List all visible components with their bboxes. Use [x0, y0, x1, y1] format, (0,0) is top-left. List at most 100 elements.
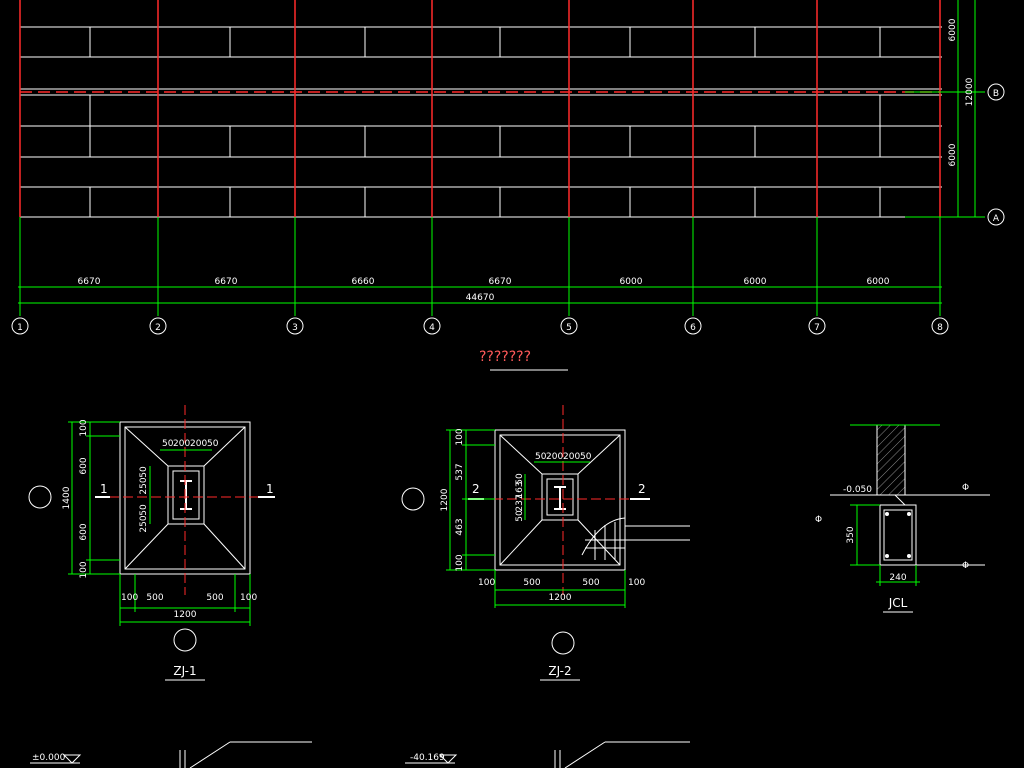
zj2-bottom-dim: 500: [582, 578, 599, 588]
svg-text:4: 4: [429, 323, 435, 333]
right-dim-lower: 6000: [948, 143, 958, 166]
zj1-inner-dim: 250: [139, 515, 149, 532]
bay-dim-1: 6670: [78, 277, 101, 287]
section-title: ???????: [479, 349, 531, 365]
zj2-bottom-dim: 100: [628, 578, 645, 588]
plan-tile-lines: [89, 27, 881, 217]
zj2-bottom-dim: 100: [478, 578, 495, 588]
svg-text:3: 3: [292, 323, 298, 333]
axis-bubble: 4: [423, 317, 441, 335]
axis-bubble: 8: [931, 317, 949, 335]
svg-text:7: 7: [814, 323, 820, 333]
zj2-left-dim: 463: [455, 518, 465, 535]
zj2-inner-dim: 50: [515, 510, 525, 522]
bay-dim-6: 6000: [744, 277, 767, 287]
total-dim: 44670: [466, 293, 495, 303]
zj1-axis-bubble-bottom: [173, 628, 197, 652]
jcl-label: JCL: [888, 596, 908, 610]
zj1-slope-lines: [124, 426, 246, 570]
zj1-top-dim: 200: [190, 439, 207, 449]
zj1-column-i-section: [180, 480, 192, 510]
zj1-left-dim: 600: [79, 457, 89, 474]
axis-bubble: 5: [560, 317, 578, 335]
zj2-label: ZJ-2: [548, 664, 571, 678]
zj2-top-dim: 200: [546, 452, 563, 462]
svg-text:1: 1: [17, 323, 23, 333]
svg-text:6: 6: [690, 323, 696, 333]
zj1-bottom-dim: 500: [146, 593, 163, 603]
footing-zj2: 2 2 1200 100 537 463 100 50 200 200 50 5…: [401, 405, 690, 681]
zj2-left-dim: 537: [455, 463, 465, 480]
zj2-bottom-dim: 500: [523, 578, 540, 588]
zj2-inner-dim: 50: [515, 473, 525, 485]
zj1-inner-dim: 250: [139, 477, 149, 494]
zj2-section-mark-right: 2: [638, 482, 646, 496]
plan-right-dims: 6000 6000 12000: [948, 18, 975, 166]
zj2-top-dim: 200: [563, 452, 580, 462]
jcl-bar-symbol-bottom: Φ: [962, 561, 969, 571]
plan-horizontal-lines: [20, 26, 942, 218]
jcl-bar-symbol-top: Φ: [962, 483, 969, 493]
zj1-section-mark-right: 1: [266, 482, 274, 496]
zj2-top-dim: 50: [580, 452, 592, 462]
axis-bubble: 1: [11, 317, 29, 335]
zj2-rebar-detail: [581, 517, 690, 560]
zj2-axis-bubble-left: [401, 487, 425, 511]
jcl-bar-symbol-left: Φ: [815, 515, 822, 525]
axis-bubble: A: [987, 208, 1005, 226]
axis-bubble: B: [987, 83, 1005, 101]
zj1-left-dim: 100: [79, 561, 89, 578]
elevation-right: -40.169: [410, 753, 445, 763]
footing-zj1: 1 1 1400 100 600 600 100 50 200 200 5: [28, 405, 275, 681]
bay-dim-3: 6660: [352, 277, 375, 287]
bay-dim-5: 6000: [620, 277, 643, 287]
axis-bubble: 2: [149, 317, 167, 335]
zj1-inner-dim: 50: [139, 504, 149, 516]
svg-text:2: 2: [155, 323, 161, 333]
zj1-left-total: 1400: [62, 486, 72, 509]
jcl-height: 350: [846, 526, 856, 543]
beam-jcl: -0.050 350 240 Φ Φ Φ JCL: [815, 424, 990, 613]
zj1-left-dim: 100: [79, 419, 89, 436]
svg-text:B: B: [993, 89, 999, 99]
bay-dim-2: 6670: [215, 277, 238, 287]
zj2-column-i-section: [554, 486, 566, 510]
bay-dim-4: 6670: [489, 277, 512, 287]
zj1-top-dim: 50: [207, 439, 219, 449]
bottom-partial-details: ±0.000 -40.169: [30, 741, 690, 768]
zj1-inner-dim: 50: [139, 466, 149, 478]
plan-column-lines: [19, 0, 941, 217]
zj2-inner-dim: 237: [515, 494, 525, 511]
svg-text:8: 8: [937, 323, 943, 333]
plan-bay-dims: 6670 6670 6660 6670 6000 6000 6000 44670: [78, 277, 890, 303]
zj1-top-dim: 50: [162, 439, 174, 449]
zj1-top-dim: 200: [173, 439, 190, 449]
zj1-center-lines: [95, 405, 275, 595]
jcl-elevation: -0.050: [843, 485, 872, 495]
zj2-left-dim: 100: [455, 428, 465, 445]
zj1-bottom-dim: 500: [206, 593, 223, 603]
zj1-label: ZJ-1: [173, 664, 196, 678]
axis-bubble: 6: [684, 317, 702, 335]
zj2-top-dim: 50: [535, 452, 547, 462]
plan-axis-bubbles: 1 2 3 4 5 6 7 8 B A: [11, 83, 1005, 335]
right-dim-upper: 6000: [948, 18, 958, 41]
axis-bubble: 3: [286, 317, 304, 335]
roof-plan: 6670 6670 6660 6670 6000 6000 6000 44670…: [11, 0, 1005, 335]
zj1-bottom-dim: 100: [121, 593, 138, 603]
zj1-bottom-dim: 100: [240, 593, 257, 603]
zj2-left-total: 1200: [440, 488, 450, 511]
zj2-inner-dim: 163: [515, 481, 525, 498]
zj2-bottom-total: 1200: [549, 593, 572, 603]
bay-dim-7: 6000: [867, 277, 890, 287]
jcl-width: 240: [889, 573, 906, 583]
elevation-left: ±0.000: [32, 753, 66, 763]
axis-bubble: 7: [808, 317, 826, 335]
zj1-axis-bubble-left: [28, 485, 52, 509]
zj2-section-mark-left: 2: [472, 482, 480, 496]
zj2-axis-bubble-bottom: [551, 631, 575, 655]
zj2-left-dim: 100: [455, 554, 465, 571]
zj1-left-dim: 600: [79, 523, 89, 540]
svg-text:A: A: [993, 214, 1000, 224]
